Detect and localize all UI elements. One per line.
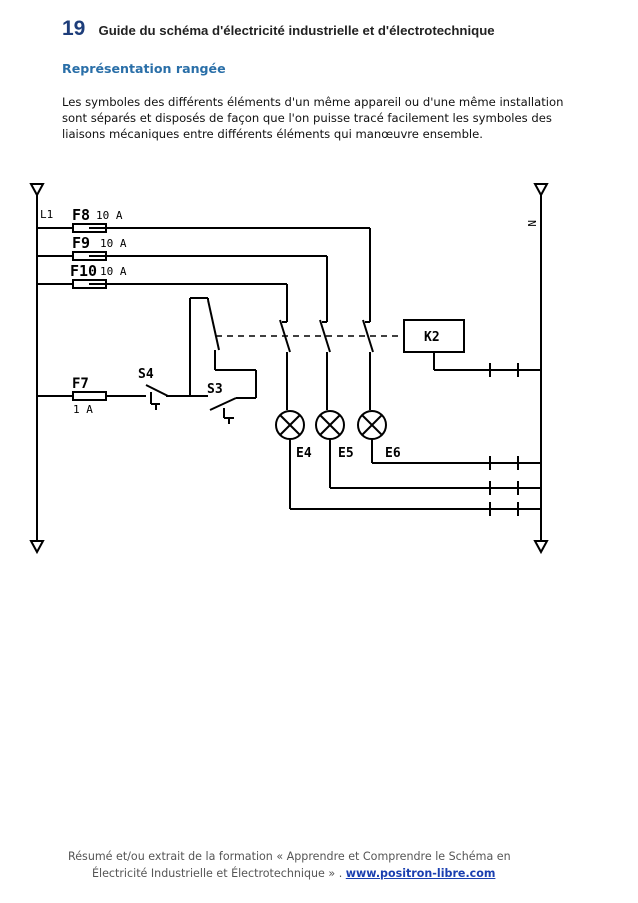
- relay-k2-coil: [403, 319, 465, 353]
- rail-l1-top-arrow: [29, 183, 45, 198]
- section-title: Représentation rangée: [62, 61, 226, 76]
- label-f8: F8: [72, 206, 90, 224]
- switch-s4: [145, 384, 169, 397]
- label-l1: L1: [40, 208, 53, 221]
- label-f8-rating: 10 A: [96, 209, 123, 222]
- rail-n-top-arrow: [533, 183, 549, 198]
- paragraph-line-3: liaisons mécaniques entre différents élé…: [62, 127, 483, 141]
- label-e6: E6: [385, 446, 401, 461]
- label-f9: F9: [72, 234, 90, 252]
- page-header: 19 Guide du schéma d'électricité industr…: [62, 17, 495, 41]
- k2-contact-3: [362, 319, 374, 353]
- label-e5: E5: [338, 446, 354, 461]
- label-f7: F7: [72, 376, 89, 392]
- footer-line-2-text: Électricité Industrielle et Électrotechn…: [92, 867, 343, 880]
- label-f7-rating: 1 A: [73, 403, 93, 416]
- footer-line-1: Résumé et/ou extrait de la formation « A…: [68, 850, 511, 863]
- switch-s3: [209, 397, 237, 411]
- footer-line-2: Électricité Industrielle et Électrotechn…: [92, 865, 495, 882]
- k2-contact-2: [319, 319, 331, 353]
- label-e4: E4: [296, 446, 312, 461]
- page-number: 19: [62, 17, 86, 40]
- label-f10: F10: [70, 262, 97, 280]
- label-s3: S3: [207, 382, 223, 397]
- paragraph-line-1: Les symboles des différents éléments d'u…: [62, 95, 564, 109]
- page-title: Guide du schéma d'électricité industriel…: [98, 23, 495, 38]
- paragraph-line-2: sont séparés et disposés de façon que l'…: [62, 111, 552, 125]
- rail-l1-bottom-arrow: [29, 540, 45, 555]
- body-paragraph: Les symboles des différents éléments d'u…: [62, 94, 564, 142]
- label-f10-rating: 10 A: [100, 265, 127, 278]
- label-n: N: [525, 220, 538, 227]
- label-f9-rating: 10 A: [100, 237, 127, 250]
- footer-link[interactable]: www.positron-libre.com: [345, 867, 496, 880]
- fuse-f7: [72, 391, 107, 401]
- rail-n-bottom-arrow: [533, 540, 549, 555]
- label-k2: K2: [424, 330, 440, 345]
- label-s4: S4: [138, 367, 154, 382]
